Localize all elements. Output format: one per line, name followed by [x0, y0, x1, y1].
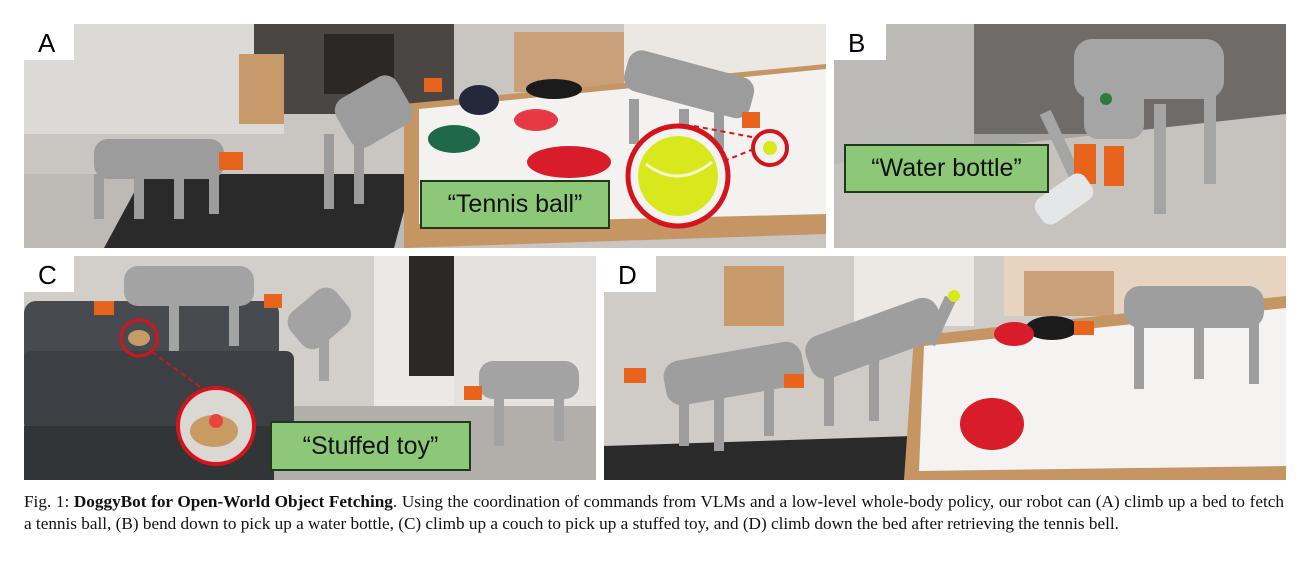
caption-body: . Using the coordination of commands fro…	[24, 492, 1285, 533]
figure-caption: Fig. 1: DoggyBot for Open-World Object F…	[24, 491, 1284, 535]
caption-prefix: Fig. 1:	[24, 492, 74, 511]
panel-letter-b: B	[834, 24, 886, 60]
panel-letter-c: C	[24, 256, 74, 292]
label-water-bottle: “Water bottle”	[844, 144, 1049, 193]
label-stuffed-toy: “Stuffed toy”	[270, 421, 471, 471]
panel-c-photo: C “Stuffed toy”	[24, 256, 596, 480]
caption-title: DoggyBot for Open-World Object Fetching	[73, 492, 393, 511]
panel-b-photo: B “Water bottle”	[834, 24, 1286, 248]
panel-b-scene	[834, 24, 1286, 248]
panel-a-photo: A “Tennis ball”	[24, 24, 826, 248]
panel-letter-a: A	[24, 24, 74, 60]
panel-a-scene	[24, 24, 826, 248]
panel-d-scene	[604, 256, 1286, 480]
label-tennis-ball: “Tennis ball”	[420, 180, 610, 229]
panel-d-photo: D	[604, 256, 1286, 480]
panel-letter-d: D	[604, 256, 656, 292]
